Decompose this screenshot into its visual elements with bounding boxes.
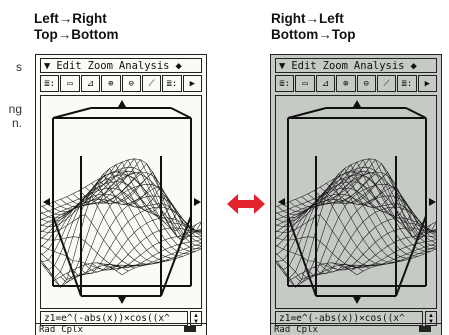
- toolbar-list-icon[interactable]: ≣:: [275, 75, 295, 92]
- swap-arrow-icon: [227, 194, 265, 214]
- surface-plot: [276, 100, 436, 304]
- diamond-icon: ◆: [175, 59, 182, 72]
- edge-text-1: s: [16, 60, 22, 74]
- toolbar-list-icon[interactable]: ≣:: [397, 75, 417, 92]
- zoom-out-icon[interactable]: ⊖: [356, 75, 376, 92]
- toolbar-trace-icon[interactable]: ⟋: [141, 75, 162, 92]
- toolbar-view-icon[interactable]: ▭: [295, 75, 315, 92]
- dropdown-icon[interactable]: ▼: [44, 59, 51, 72]
- menu-edit[interactable]: Edit: [56, 59, 82, 72]
- right-heading-word: Top: [331, 27, 356, 42]
- toolbar-list-icon[interactable]: ≣:: [162, 75, 182, 92]
- menu-edit[interactable]: Edit: [291, 59, 317, 72]
- menu-zoom[interactable]: Zoom: [322, 59, 348, 72]
- menu-zoom[interactable]: Zoom: [87, 59, 113, 72]
- toolbar-trace-icon[interactable]: ⟋: [376, 75, 397, 92]
- toolbar-more-icon[interactable]: ▶: [182, 75, 202, 92]
- formula-bar[interactable]: z1=e^(-abs(x))×cos((x^: [275, 311, 423, 326]
- calculator-screen-left: ▼ Edit Zoom Analysis ◆ ≣: ▭ ⊿ ⊕ ⊖ ⟋ ≣: ▶…: [35, 54, 207, 335]
- toolbar-view-icon[interactable]: ▭: [60, 75, 80, 92]
- chevron-down-icon[interactable]: ▼: [428, 318, 434, 325]
- battery-icon: [419, 326, 431, 332]
- formula-stepper[interactable]: ▲▼: [190, 311, 202, 326]
- left-heading-word: Top: [34, 27, 58, 42]
- graph-3d-area[interactable]: [40, 95, 202, 309]
- status-angle: Rad: [39, 324, 56, 335]
- edge-text-2: ng: [8, 102, 22, 116]
- arrow-right-icon: →: [58, 11, 73, 26]
- status-bar: Rad Cplx: [36, 323, 206, 335]
- left-heading-word: Bottom: [71, 27, 119, 42]
- right-heading-word: Left: [319, 11, 344, 26]
- menu-bar: ▼ Edit Zoom Analysis ◆: [40, 58, 202, 73]
- chevron-up-icon[interactable]: ▲: [193, 312, 199, 319]
- arrow-right-icon: →: [318, 27, 332, 42]
- toolbar-list-icon[interactable]: ≣:: [40, 75, 60, 92]
- status-mode: Cplx: [61, 324, 83, 335]
- zoom-out-icon[interactable]: ⊖: [121, 75, 141, 92]
- calculator-screen-right: ▼ Edit Zoom Analysis ◆ ≣: ▭ ⊿ ⊕ ⊖ ⟋ ≣: ▶…: [270, 54, 442, 335]
- dropdown-icon[interactable]: ▼: [279, 59, 286, 72]
- status-angle: Rad: [274, 324, 291, 335]
- arrow-right-icon: →: [57, 27, 72, 42]
- menu-analysis[interactable]: Analysis: [353, 59, 405, 72]
- formula-stepper[interactable]: ▲▼: [425, 311, 437, 326]
- arrow-right-icon: →: [305, 11, 320, 26]
- right-heading-word: Right: [271, 11, 306, 26]
- left-heading-word: Right: [72, 11, 107, 26]
- toolbar: ≣: ▭ ⊿ ⊕ ⊖ ⟋ ≣: ▶: [275, 75, 437, 92]
- left-heading: Left→Right Top→Bottom: [34, 11, 119, 43]
- zoom-in-icon[interactable]: ⊕: [101, 75, 121, 92]
- graph-3d-area[interactable]: [275, 95, 437, 309]
- toolbar-graph-icon[interactable]: ⊿: [80, 75, 101, 92]
- formula-bar[interactable]: z1=e^(-abs(x))×cos((x^: [40, 311, 188, 326]
- status-mode: Cplx: [296, 324, 318, 335]
- toolbar-more-icon[interactable]: ▶: [417, 75, 437, 92]
- toolbar-graph-icon[interactable]: ⊿: [315, 75, 336, 92]
- chevron-up-icon[interactable]: ▲: [428, 312, 434, 319]
- right-heading: Right→Left Bottom→Top: [271, 11, 356, 43]
- chevron-down-icon[interactable]: ▼: [193, 318, 199, 325]
- right-heading-word: Bottom: [271, 27, 319, 42]
- surface-plot: [41, 100, 201, 304]
- diamond-icon: ◆: [410, 59, 417, 72]
- toolbar: ≣: ▭ ⊿ ⊕ ⊖ ⟋ ≣: ▶: [40, 75, 202, 92]
- edge-text-3: n.: [11, 116, 22, 130]
- status-bar: Rad Cplx: [271, 323, 441, 335]
- menu-analysis[interactable]: Analysis: [118, 59, 170, 72]
- left-heading-word: Left: [34, 11, 59, 26]
- battery-icon: [184, 326, 196, 332]
- zoom-in-icon[interactable]: ⊕: [336, 75, 356, 92]
- menu-bar: ▼ Edit Zoom Analysis ◆: [275, 58, 437, 73]
